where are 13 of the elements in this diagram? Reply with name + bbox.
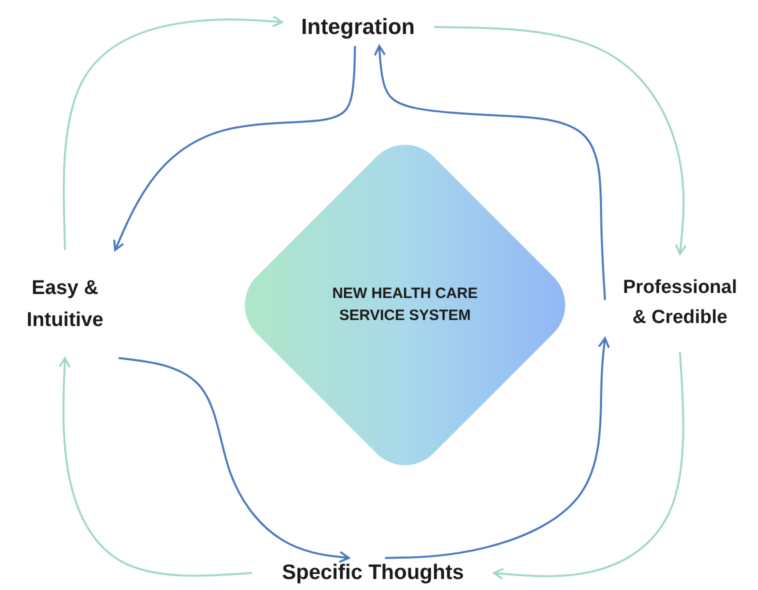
arrow <box>62 15 283 250</box>
arrow <box>374 45 606 300</box>
arrow <box>58 357 252 577</box>
node-label: Easy & Intuitive <box>26 276 104 333</box>
node-label: Integration <box>301 14 415 40</box>
node-label: Specific Thoughts <box>282 560 464 586</box>
node-label: Professional & Credible <box>622 276 738 330</box>
arrow <box>434 26 687 255</box>
arrow <box>385 337 610 559</box>
arrow <box>118 357 350 563</box>
node-label: NEW HEALTH CARE SERVICE SYSTEM <box>331 284 479 326</box>
arrow <box>493 352 684 580</box>
arrow <box>113 46 356 251</box>
